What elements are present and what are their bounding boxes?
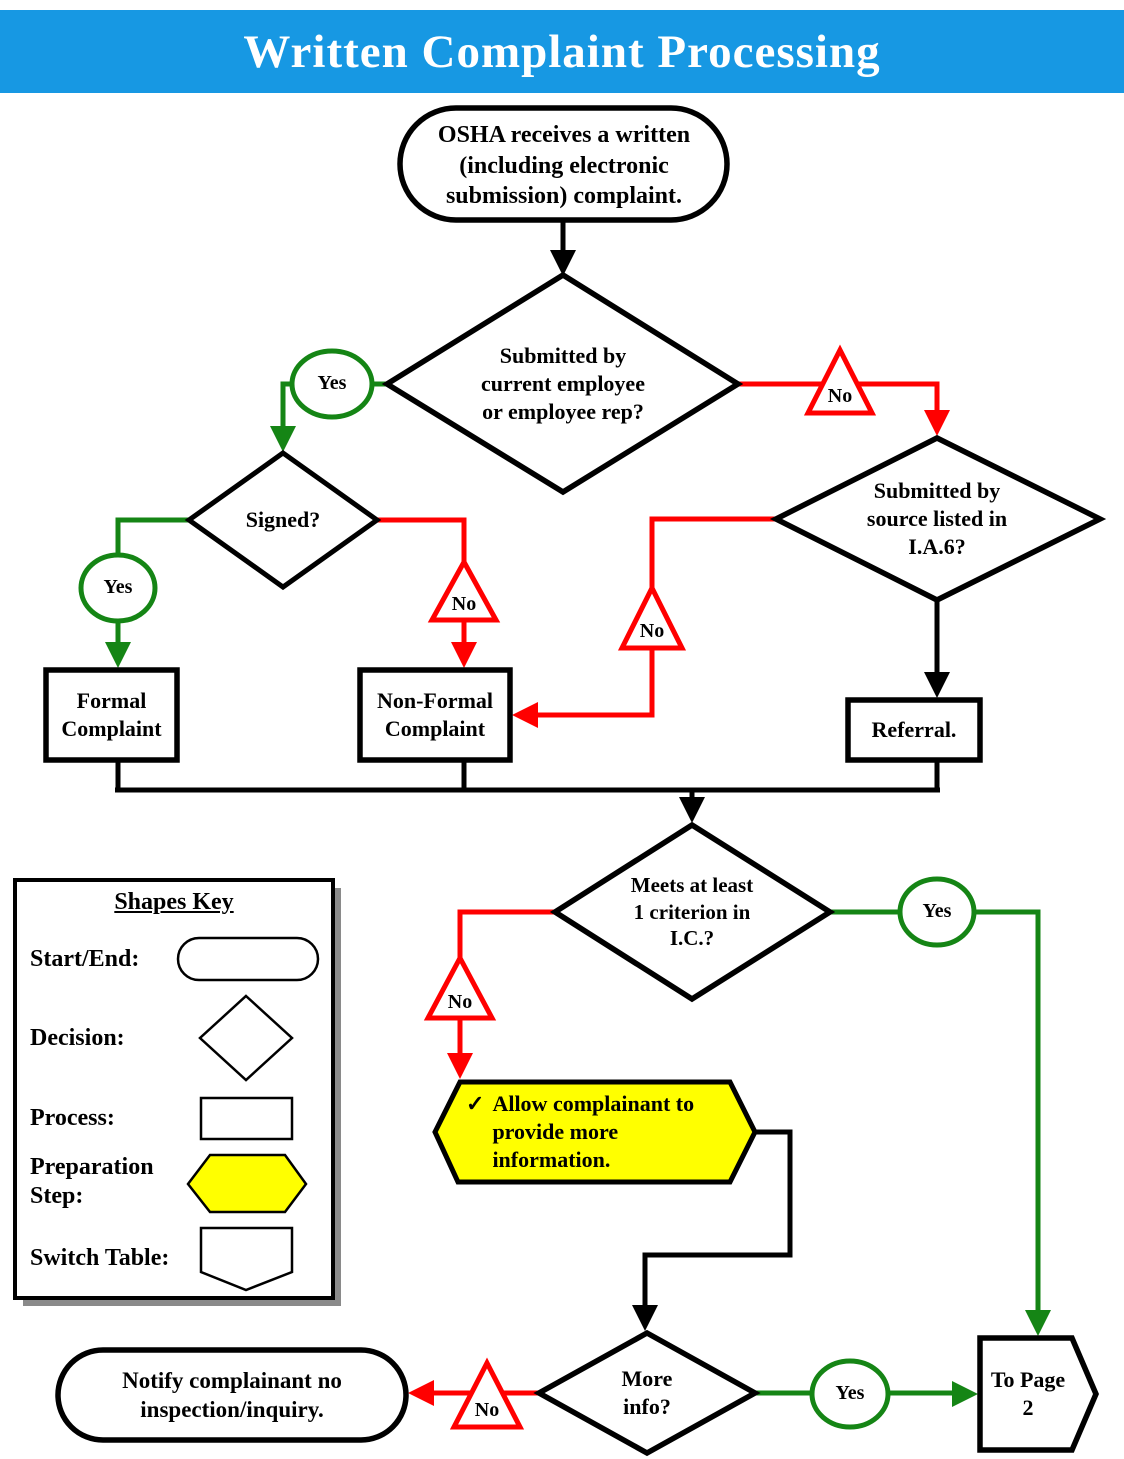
decision-moreinfo-label: More info? xyxy=(621,1365,673,1419)
process-formal-label: Formal Complaint xyxy=(61,687,162,741)
arrowhead-into-nonformal-right xyxy=(512,702,538,728)
no-label-employee: No xyxy=(827,385,853,408)
start-node-shape xyxy=(397,105,730,223)
no-label-moreinfo: No xyxy=(474,1399,500,1422)
no-label-source: No xyxy=(639,620,665,643)
decision-moreinfo-shape xyxy=(533,1329,761,1457)
no-triangle-source xyxy=(617,582,687,651)
yes-label-criterion: Yes xyxy=(922,900,952,923)
arrowhead-into-source xyxy=(924,410,950,436)
prep-allow-text: Allow complainant to provide more inform… xyxy=(492,1091,695,1173)
key-label-prep: Preparation Step: xyxy=(30,1154,154,1209)
yes-circle-moreinfo xyxy=(809,1358,891,1430)
arrowhead-into-notify xyxy=(408,1380,434,1406)
connector-prep-to-moreinfo xyxy=(642,1129,793,1309)
no-label-signed: No xyxy=(451,593,477,616)
arrowhead-into-formal xyxy=(105,642,131,668)
end-notify-shape xyxy=(55,1347,409,1443)
decision-source-shape xyxy=(769,434,1107,604)
process-referral-shape xyxy=(845,697,983,763)
arrowhead-into-employee xyxy=(550,250,576,276)
connector-employee-no xyxy=(738,381,940,414)
yes-circle-criterion xyxy=(897,876,977,948)
decision-employee-shape xyxy=(381,271,744,496)
header-bar: Written Complaint Processing xyxy=(0,10,1124,93)
no-triangle-signed xyxy=(427,556,501,623)
yes-circle-signed xyxy=(78,552,158,624)
connector-criterion-yes xyxy=(830,909,1041,1312)
decision-source-label: Submitted by source listed in I.A.6? xyxy=(866,477,1008,560)
key-label-decision: Decision: xyxy=(30,1024,125,1051)
arrowhead-into-prep xyxy=(447,1053,473,1079)
no-triangle-criterion xyxy=(423,952,497,1021)
arrowhead-into-criterion xyxy=(679,797,705,823)
decision-signed-label: Signed? xyxy=(245,506,321,532)
key-decision-shape xyxy=(198,994,294,1082)
key-label-switchtable: Switch Table: xyxy=(30,1244,170,1271)
key-startend-shape xyxy=(176,936,320,982)
key-label-process: Process: xyxy=(30,1104,115,1131)
offpage-page2-label: To Page 2 xyxy=(990,1366,1066,1420)
prep-allow-shape xyxy=(432,1079,758,1185)
process-referral-label: Referral. xyxy=(871,716,957,742)
page-title: Written Complaint Processing xyxy=(243,25,881,78)
process-formal-shape xyxy=(43,667,180,763)
yes-label-moreinfo: Yes xyxy=(835,1382,865,1405)
yes-label-employee: Yes xyxy=(317,372,347,395)
decision-signed-shape xyxy=(184,449,382,591)
arrowhead-into-referral xyxy=(924,672,950,698)
checkmark-icon: ✓ xyxy=(466,1091,485,1116)
decision-criterion-label: Meets at least 1 criterion in I.C.? xyxy=(630,872,754,951)
process-nonformal-shape xyxy=(357,667,513,763)
decision-criterion-shape xyxy=(549,821,836,1003)
yes-label-signed: Yes xyxy=(103,576,133,599)
key-label-startend: Start/End: xyxy=(30,945,140,972)
arrowhead-into-page2-left xyxy=(952,1381,978,1407)
offpage-page2-shape xyxy=(977,1335,1099,1453)
shapes-key-title: Shapes Key xyxy=(114,888,234,915)
key-prep-shape xyxy=(186,1153,308,1214)
prep-allow-label: ✓ Allow complainant to provide more info… xyxy=(466,1090,728,1174)
arrowhead-into-nonformal-top xyxy=(451,642,477,668)
start-node-label: OSHA receives a written (including elect… xyxy=(437,121,691,210)
no-triangle-employee xyxy=(803,344,877,416)
key-switchtable-shape xyxy=(199,1226,294,1292)
decision-employee-label: Submitted by current employee or employe… xyxy=(481,342,645,425)
no-label-criterion: No xyxy=(447,991,473,1014)
arrowhead-into-moreinfo xyxy=(632,1305,658,1331)
key-process-shape xyxy=(199,1096,294,1141)
process-nonformal-label: Non-Formal Complaint xyxy=(376,687,494,741)
yes-circle-employee xyxy=(289,348,375,420)
arrowhead-into-page2-top xyxy=(1025,1310,1051,1336)
arrowhead-into-signed xyxy=(270,426,296,452)
no-triangle-moreinfo xyxy=(449,1357,525,1430)
end-notify-label: Notify complainant no inspection/inquiry… xyxy=(122,1367,342,1422)
